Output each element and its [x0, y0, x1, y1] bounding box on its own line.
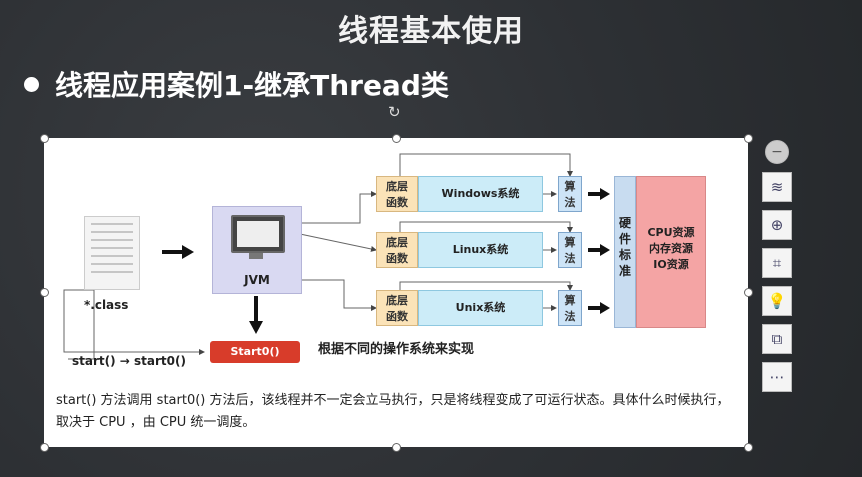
resize-handle-right[interactable]	[744, 288, 753, 297]
crop-icon: ⌗	[772, 254, 782, 272]
page-title: 线程基本使用	[338, 14, 524, 49]
resize-handle-bottom-left[interactable]	[40, 443, 49, 452]
zoom-button[interactable]: ⊕	[762, 210, 792, 240]
description-text: start() 方法调用 start0() 方法后，该线程并不一定会立马执行，只…	[56, 393, 730, 430]
zoom-icon: ⊕	[770, 216, 784, 234]
monitor-icon	[231, 215, 285, 253]
rotate-handle-icon[interactable]: ↻	[388, 103, 401, 121]
resize-handle-top-left[interactable]	[40, 134, 49, 143]
jvm-label: JVM	[244, 273, 270, 287]
algo-box-windows: 算 法	[558, 176, 582, 212]
start0-box: Start0()	[210, 341, 300, 363]
collapse-toolbar-button[interactable]: −	[765, 140, 789, 164]
hardware-standard-box: 硬 件 标 准	[614, 176, 636, 328]
copy-icon: ⧉	[771, 330, 783, 348]
lightbulb-icon: 💡	[767, 292, 787, 310]
image-toolbar: − ≋ ⊕ ⌗ 💡 ⧉ ⋯	[762, 140, 792, 400]
diagram-image[interactable]: *.class JVM Start0() start() → start0() …	[40, 134, 753, 452]
layers-icon: ≋	[770, 178, 784, 196]
idea-button[interactable]: 💡	[762, 286, 792, 316]
copy-button[interactable]: ⧉	[762, 324, 792, 354]
crop-button[interactable]: ⌗	[762, 248, 792, 278]
resize-handle-top-right[interactable]	[744, 134, 753, 143]
os-box-windows: Windows系统	[418, 176, 543, 212]
diagram-connectors	[63, 153, 610, 360]
bottom-call-box-linux: 底层 函数	[376, 232, 418, 268]
section-heading: 线程应用案例1-继承Thread类	[24, 64, 449, 104]
resize-handle-bottom[interactable]	[392, 443, 401, 452]
resize-handle-top[interactable]	[392, 134, 401, 143]
resize-handle-left[interactable]	[40, 288, 49, 297]
algo-box-linux: 算 法	[558, 232, 582, 268]
os-box-unix: Unix系统	[418, 290, 543, 326]
more-icon: ⋯	[769, 368, 785, 386]
start-call-label: start() → start0()	[72, 354, 186, 368]
resources-box: CPU资源 内存资源 IO资源	[636, 176, 706, 328]
layers-button[interactable]: ≋	[762, 172, 792, 202]
implementation-note: 根据不同的操作系统来实现	[318, 342, 475, 357]
class-file-icon	[84, 216, 140, 290]
os-box-linux: Linux系统	[418, 232, 543, 268]
jvm-box: JVM	[212, 206, 302, 294]
algo-box-unix: 算 法	[558, 290, 582, 326]
more-options-button[interactable]: ⋯	[762, 362, 792, 392]
class-file-label: *.class	[84, 298, 129, 312]
section-subtitle: 线程应用案例1-继承Thread类	[55, 69, 449, 102]
bullet-icon	[24, 76, 39, 92]
bottom-call-box-windows: 底层 函数	[376, 176, 418, 212]
bottom-call-box-unix: 底层 函数	[376, 290, 418, 326]
resize-handle-bottom-right[interactable]	[744, 443, 753, 452]
